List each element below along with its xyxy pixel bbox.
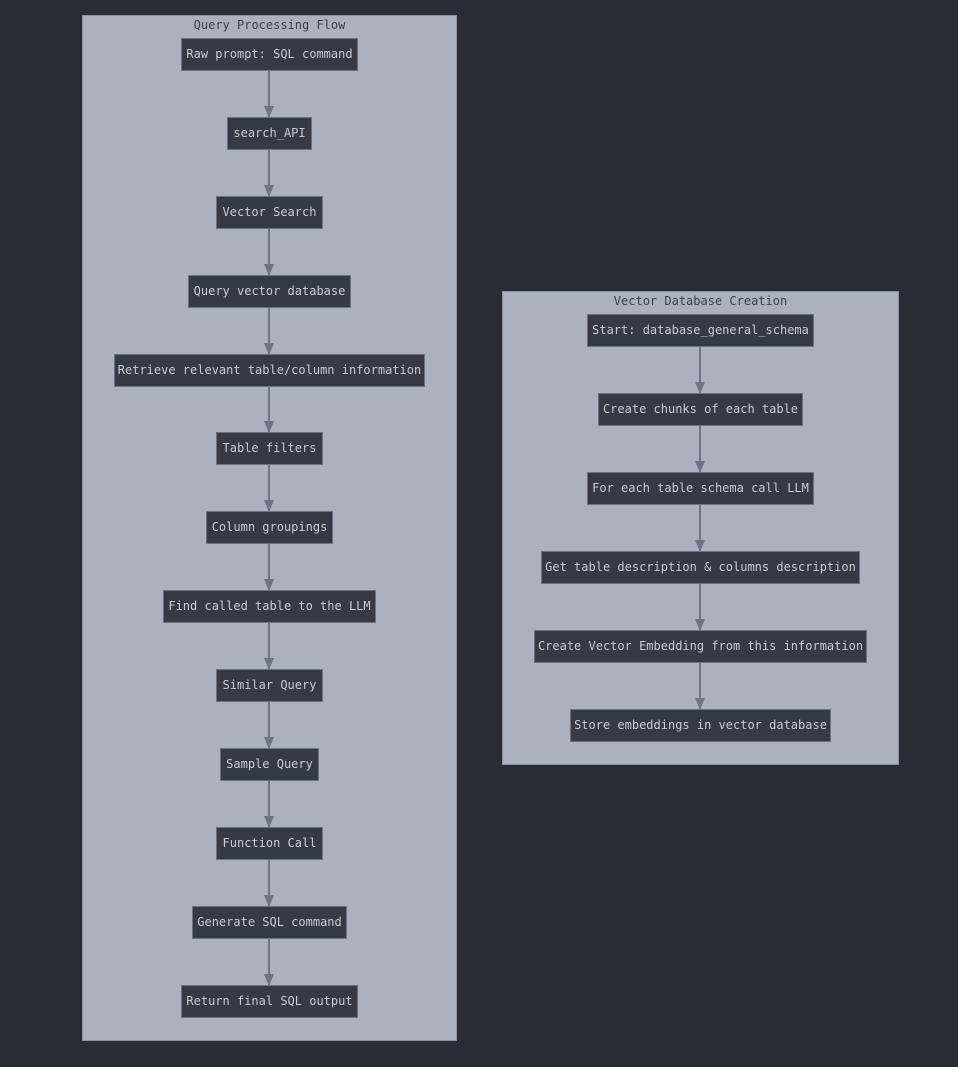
- cluster-title-vector-db: Vector Database Creation: [613, 294, 788, 308]
- node-each-table-call-llm[interactable]: For each table schema call LLM: [587, 472, 814, 505]
- node-sample-query[interactable]: Sample Query: [220, 748, 319, 781]
- node-query-vector-database[interactable]: Query vector database: [188, 275, 351, 308]
- node-find-called-table[interactable]: Find called table to the LLM: [163, 590, 376, 623]
- node-column-groupings[interactable]: Column groupings: [206, 511, 333, 544]
- cluster-title-query-processing: Query Processing Flow: [193, 18, 346, 32]
- node-start-schema[interactable]: Start: database_general_schema: [587, 314, 814, 347]
- node-function-call[interactable]: Function Call: [216, 827, 323, 860]
- node-return-final-sql[interactable]: Return final SQL output: [181, 985, 358, 1018]
- node-retrieve-relevant-info[interactable]: Retrieve relevant table/column informati…: [114, 354, 425, 387]
- node-get-descriptions[interactable]: Get table description & columns descript…: [541, 551, 860, 584]
- node-create-chunks[interactable]: Create chunks of each table: [598, 393, 803, 426]
- node-create-embedding[interactable]: Create Vector Embedding from this inform…: [534, 630, 867, 663]
- node-generate-sql[interactable]: Generate SQL command: [192, 906, 347, 939]
- node-vector-search[interactable]: Vector Search: [216, 196, 323, 229]
- node-search-api[interactable]: search_API: [227, 117, 312, 150]
- node-raw-prompt[interactable]: Raw prompt: SQL command: [181, 38, 358, 71]
- node-similar-query[interactable]: Similar Query: [216, 669, 323, 702]
- node-store-embeddings[interactable]: Store embeddings in vector database: [570, 709, 831, 742]
- node-table-filters[interactable]: Table filters: [216, 432, 323, 465]
